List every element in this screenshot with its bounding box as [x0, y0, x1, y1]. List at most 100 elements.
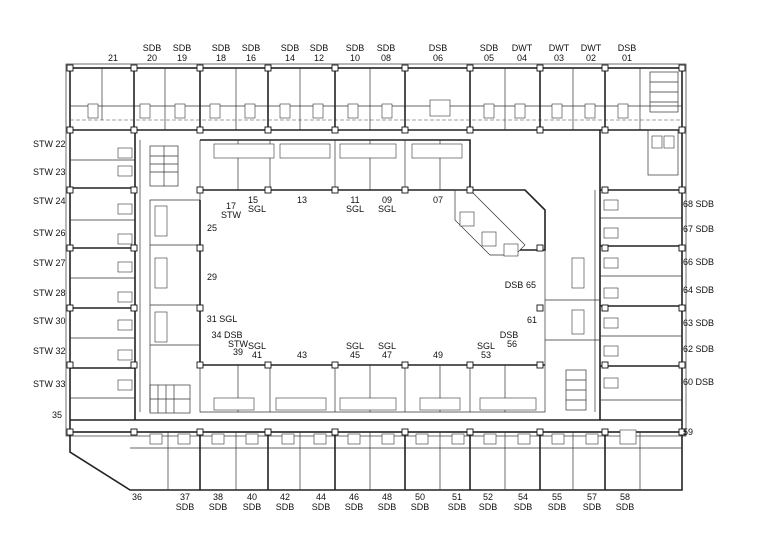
left-unit-label: STW 26 — [33, 228, 66, 238]
bathroom-fixtures — [87, 99, 637, 445]
inner-label: STW — [228, 339, 249, 349]
top-unit-type: DWT — [581, 43, 602, 53]
inner-label: 53 — [481, 350, 491, 360]
inner-label: 25 — [207, 223, 217, 233]
top-unit-number: 02 — [586, 53, 596, 63]
top-unit-number: 05 — [484, 53, 494, 63]
inner-label: SGL — [477, 341, 495, 351]
top-unit-type: SDB — [480, 43, 499, 53]
top-unit-number: 10 — [350, 53, 360, 63]
right-unit-label: 67 SDB — [683, 224, 714, 234]
inner-label: 17 — [226, 201, 236, 211]
inner-label: 41 — [252, 350, 262, 360]
top-unit-type: SDB — [212, 43, 231, 53]
top-unit-type: SDB — [281, 43, 300, 53]
top-room-walls — [101, 68, 641, 130]
left-unit-label: STW 27 — [33, 258, 66, 268]
left-unit-label: STW 24 — [33, 196, 66, 206]
top-unit-number: 12 — [314, 53, 324, 63]
left-room-walls — [70, 159, 135, 399]
top-unit-labels: 21 SDB 20 SDB 19 SDB 18 SDB 16 SDB 14 SD… — [108, 43, 636, 63]
bottom-unit-type: SDB — [479, 502, 498, 512]
bottom-unit-type: SDB — [514, 502, 533, 512]
top-unit-number: 18 — [216, 53, 226, 63]
bottom-unit-type: SDB — [345, 502, 364, 512]
inner-label: 31 SGL — [207, 314, 238, 324]
inner-label: DSB — [505, 280, 524, 290]
inner-label: 39 — [233, 347, 243, 357]
top-unit-number: 21 — [108, 53, 118, 63]
stair-core-right — [565, 369, 587, 411]
top-unit-number: 16 — [246, 53, 256, 63]
bottom-unit-type: SDB — [616, 502, 635, 512]
bottom-unit-type: SDB — [411, 502, 430, 512]
right-unit-label: 60 DSB — [683, 377, 714, 387]
top-unit-number: 14 — [285, 53, 295, 63]
inner-label: 07 — [433, 195, 443, 205]
top-unit-number: 03 — [554, 53, 564, 63]
bottom-unit-number: 42 — [280, 492, 290, 502]
bottom-unit-labels: 36 37 SDB 38 SDB 40 SDB 42 SDB 44 SDB 46… — [132, 492, 634, 512]
inner-label: 34 DSB — [211, 330, 242, 340]
bottom-unit-number: 58 — [620, 492, 630, 502]
top-unit-type: SDB — [346, 43, 365, 53]
inner-label: SGL — [378, 204, 396, 214]
right-room-walls — [600, 189, 682, 401]
bottom-unit-number: 52 — [483, 492, 493, 502]
right-unit-label: 62 SDB — [683, 344, 714, 354]
left-unit-label: STW 28 — [33, 288, 66, 298]
bottom-unit-type: SDB — [209, 502, 228, 512]
right-unit-label: 66 SDB — [683, 257, 714, 267]
inner-label: 29 — [207, 272, 217, 282]
inner-label: SGL — [346, 204, 364, 214]
inner-label: 45 — [350, 350, 360, 360]
bottom-unit-number: 37 — [180, 492, 190, 502]
top-unit-number: 04 — [517, 53, 527, 63]
bottom-unit-number: 57 — [587, 492, 597, 502]
right-unit-label: 68 SDB — [683, 199, 714, 209]
top-unit-number: 19 — [177, 53, 187, 63]
bottom-unit-type: SDB — [448, 502, 467, 512]
bottom-unit-number: 44 — [316, 492, 326, 502]
inner-label: 61 — [527, 315, 537, 325]
inner-label: SGL — [248, 204, 266, 214]
bottom-unit-type: SDB — [312, 502, 331, 512]
inner-label: 47 — [382, 350, 392, 360]
bottom-unit-type: SDB — [276, 502, 295, 512]
inner-label: 43 — [297, 350, 307, 360]
bottom-unit-number: 54 — [518, 492, 528, 502]
left-unit-label: 35 — [52, 410, 62, 420]
top-unit-type: SDB — [310, 43, 329, 53]
right-unit-label: 64 SDB — [683, 285, 714, 295]
inner-label: STW — [221, 210, 242, 220]
inner-label: 11 — [350, 195, 359, 205]
bottom-room-walls — [167, 432, 641, 490]
bottom-unit-number: 38 — [213, 492, 223, 502]
bottom-unit-type: SDB — [378, 502, 397, 512]
inner-label: 49 — [433, 350, 443, 360]
right-unit-labels: 68 SDB 67 SDB 66 SDB 64 SDB 63 SDB 62 SD… — [683, 199, 714, 437]
top-unit-number: 01 — [622, 53, 632, 63]
top-unit-number: 20 — [147, 53, 157, 63]
inner-label: SGL — [378, 341, 396, 351]
bottom-unit-number: 46 — [349, 492, 359, 502]
stair-core-top-left — [149, 145, 179, 187]
top-unit-number: 06 — [433, 53, 443, 63]
bottom-unit-number: 48 — [382, 492, 392, 502]
bottom-unit-number: 51 — [452, 492, 462, 502]
left-unit-label: STW 30 — [33, 316, 66, 326]
bottom-unit-type: SDB — [243, 502, 262, 512]
bottom-unit-type: SDB — [548, 502, 567, 512]
ring-corridor — [70, 129, 682, 421]
top-unit-type: SDB — [242, 43, 261, 53]
top-unit-type: DWT — [512, 43, 533, 53]
top-unit-type: DWT — [549, 43, 570, 53]
stair-core-top-right — [647, 71, 679, 176]
right-unit-label: 63 SDB — [683, 318, 714, 328]
top-unit-type: DSB — [618, 43, 637, 53]
stair-core-bottom-left — [149, 384, 191, 414]
top-unit-type: SDB — [173, 43, 192, 53]
left-unit-label: STW 32 — [33, 346, 66, 356]
right-unit-label: 59 — [683, 427, 693, 437]
